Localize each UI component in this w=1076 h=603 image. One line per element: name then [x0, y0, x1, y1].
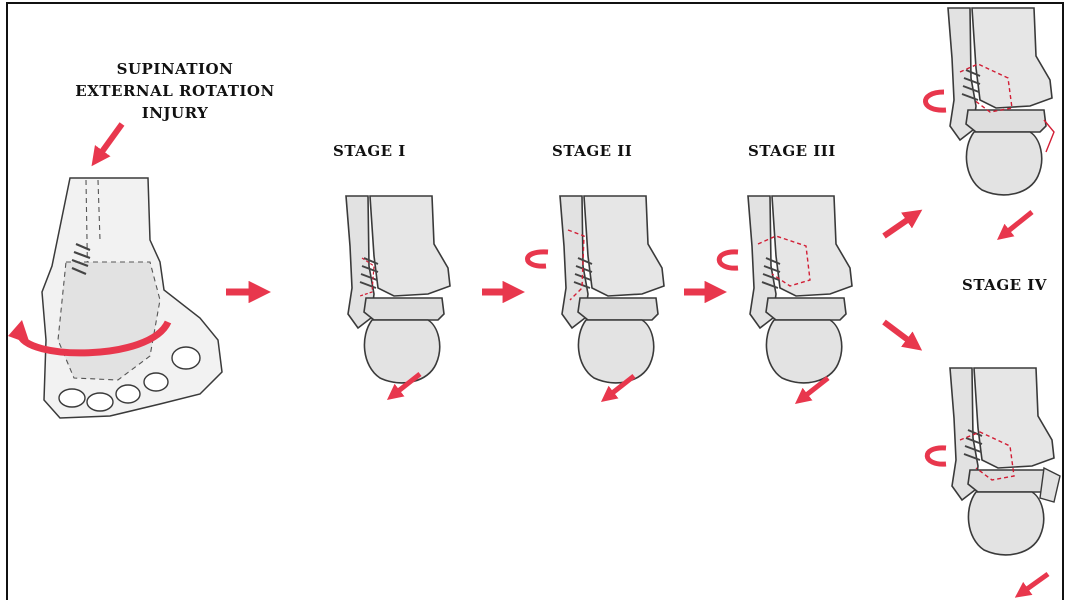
stage-1-ankle-illustration — [346, 196, 450, 383]
stage-2-rotation-arrow-icon — [528, 252, 549, 266]
stage-3-rotation-arrow-icon — [719, 252, 738, 268]
stage-3-ankle-illustration — [748, 196, 852, 383]
stage-2-ankle-illustration — [560, 196, 664, 383]
force-arrow-icon — [96, 124, 122, 160]
stage-4a-ankle-illustration — [948, 8, 1054, 195]
progression-arrow-icon — [884, 214, 916, 236]
stage-4b-ankle-illustration — [950, 368, 1060, 555]
stage-4b-rotation-arrow-icon — [927, 448, 946, 464]
foot-injury-illustration — [8, 124, 222, 418]
stage-4a-rotation-arrow-icon — [925, 92, 946, 110]
progression-arrow-icon — [884, 322, 916, 346]
